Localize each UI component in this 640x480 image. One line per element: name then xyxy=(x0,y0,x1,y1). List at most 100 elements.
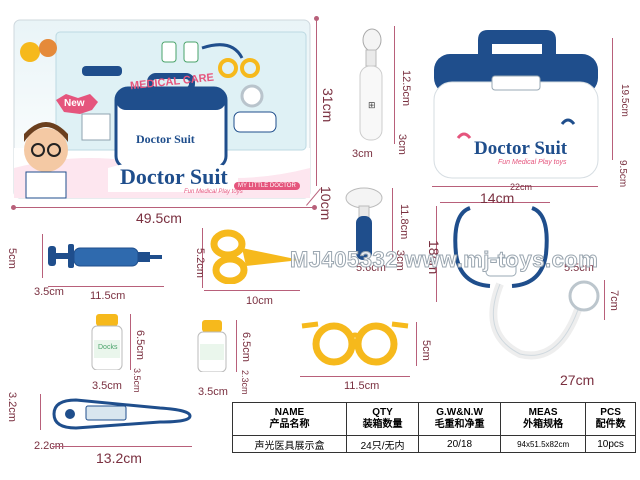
dim-dot xyxy=(312,205,317,210)
bottle-1-illustration xyxy=(91,314,123,371)
case-depth-label: 9.5cm xyxy=(617,160,628,188)
header-en: NAME xyxy=(274,407,305,418)
glasses-illustration xyxy=(301,321,409,366)
glasses-width-label: 11.5cm xyxy=(344,380,380,392)
stethoscope-illustration xyxy=(453,206,600,360)
table-row: 声光医具展示盒 24只/无内 20/18 94x51.5x82cm 10pcs xyxy=(231,435,636,453)
otoscope-illustration: ⊞ xyxy=(359,28,383,141)
otoscope-depth-label: 3cm xyxy=(396,134,408,155)
thermo-h-line xyxy=(40,394,41,430)
glasses-h-line xyxy=(416,322,417,366)
box-height-line xyxy=(316,18,317,186)
thermo-width-label: 13.2cm xyxy=(96,450,142,466)
thermo-w-line xyxy=(52,446,192,447)
case-label-small: Doctor Suit xyxy=(136,132,195,146)
bottle-2-width-label: 3.5cm xyxy=(198,386,228,398)
thermometer-item xyxy=(50,396,192,432)
reflex-hammer-illustration xyxy=(345,187,383,260)
scissors-h-line xyxy=(202,228,203,288)
otoscope-item: ⊞ xyxy=(350,28,390,146)
spec-cell-weight: 20/18 xyxy=(418,435,502,453)
reflex-hammer-item xyxy=(344,186,384,262)
bottle-1-width-label: 3.5cm xyxy=(92,380,122,392)
header-en: PCS xyxy=(600,407,621,418)
bottle-1-item: Docks xyxy=(90,314,124,371)
header-cn: 配件数 xyxy=(595,419,626,430)
glasses-item xyxy=(300,318,410,368)
box-subtitle: Fun Medical Play toys xyxy=(184,189,243,195)
steth-width-line xyxy=(440,202,550,203)
header-cn: 外箱规格 xyxy=(523,419,564,430)
syringe-depth-label: 3.5cm xyxy=(34,286,64,298)
thermo-depth-label: 2.2cm xyxy=(34,440,64,452)
bottle-1-h-line xyxy=(130,314,131,370)
steth-height-line xyxy=(436,206,437,302)
stethoscope-item xyxy=(440,204,610,374)
bottle-2-illustration xyxy=(197,320,227,373)
svg-text:⊞: ⊞ xyxy=(368,101,376,111)
hammer-width-label: 5.6cm xyxy=(356,262,386,274)
bottle-2-height-label: 6.5cm xyxy=(240,332,252,362)
box-tag: MY LITTLE DOCTOR xyxy=(234,182,300,190)
case-width-line xyxy=(432,186,598,187)
spec-table: NAME 产品名称 QTY 装箱数量 G.W&N.W 毛重和净重 MEAS 外箱… xyxy=(231,402,636,453)
hammer-height-label: 11.8cm xyxy=(398,204,410,240)
spec-header-qty: QTY 装箱数量 xyxy=(346,402,420,436)
case-height-line xyxy=(612,38,613,160)
syringe-height-label: 5cm xyxy=(6,248,18,269)
thermometer-illustration xyxy=(52,398,192,430)
scissors-illustration xyxy=(210,229,300,285)
syringe-width-label: 11.5cm xyxy=(90,290,126,302)
header-en: MEAS xyxy=(528,407,558,418)
steth-width-label: 14cm xyxy=(480,190,515,206)
dim-dot xyxy=(314,16,319,21)
spec-header-pcs: PCS 配件数 xyxy=(585,402,636,436)
steth-length-label: 27cm xyxy=(560,372,595,388)
bottle-2-h-line xyxy=(236,320,237,372)
case-title: Doctor Suit xyxy=(474,138,568,159)
bottle-2-depth-label: 2.3cm xyxy=(240,370,250,395)
header-en: QTY xyxy=(372,407,393,418)
toy-box-illustration xyxy=(13,19,311,199)
spec-header-name: NAME 产品名称 xyxy=(231,402,348,436)
toy-box: New MEDICAL CARE Doctor Suit Doctor Suit… xyxy=(12,18,312,200)
header-cn: 装箱数量 xyxy=(362,419,403,430)
box-height-label: 31cm xyxy=(320,88,336,123)
steth-head-label: 7cm xyxy=(608,290,620,311)
hammer-height-line xyxy=(392,188,393,262)
thermo-height-label: 3.2cm xyxy=(6,392,18,422)
scissors-item xyxy=(206,228,302,285)
steth-depth-label: 5.5cm xyxy=(564,262,594,274)
spec-header-meas: MEAS 外箱规格 xyxy=(500,402,587,436)
steth-head-line xyxy=(604,280,605,320)
spec-table-header-row: NAME 产品名称 QTY 装箱数量 G.W&N.W 毛重和净重 MEAS 外箱… xyxy=(231,402,636,436)
glasses-height-label: 5cm xyxy=(420,340,432,361)
dim-dot xyxy=(11,205,16,210)
box-width-line xyxy=(14,207,314,208)
syringe-illustration xyxy=(48,244,162,268)
syringe-h-line xyxy=(42,234,43,278)
otoscope-height-label: 12.5cm xyxy=(400,70,412,107)
scissors-w-line xyxy=(204,290,300,291)
bottle-2-item xyxy=(196,320,228,373)
medical-case-illustration xyxy=(433,30,599,179)
box-width-label: 49.5cm xyxy=(136,210,182,226)
bottle-1-depth-label: 3.5cm xyxy=(132,368,142,393)
header-cn: 产品名称 xyxy=(269,419,310,430)
spec-header-weight: G.W&N.W 毛重和净重 xyxy=(418,402,502,436)
spec-cell-qty: 24只/无内 xyxy=(346,435,420,453)
spec-cell-meas: 94x51.5x82cm xyxy=(500,435,587,453)
watermark: MJ405332 www.mj-toys.com xyxy=(289,247,599,273)
case-height-label: 19.5cm xyxy=(619,84,630,117)
header-cn: 毛重和净重 xyxy=(434,419,485,430)
new-badge-text: New xyxy=(64,98,85,109)
otoscope-height-line xyxy=(394,26,395,144)
syringe-item xyxy=(48,236,164,276)
medical-case-item: Doctor Suit Fun Medical Play toys xyxy=(428,26,604,182)
glasses-w-line xyxy=(300,376,410,377)
scissors-height-label: 5.2cm xyxy=(194,248,206,278)
case-width-label: 22cm xyxy=(510,182,533,192)
box-title: Doctor Suit xyxy=(120,164,228,189)
spec-cell-name: 声光医具展示盒 xyxy=(231,435,348,453)
case-subtitle: Fun Medical Play toys xyxy=(498,159,567,166)
